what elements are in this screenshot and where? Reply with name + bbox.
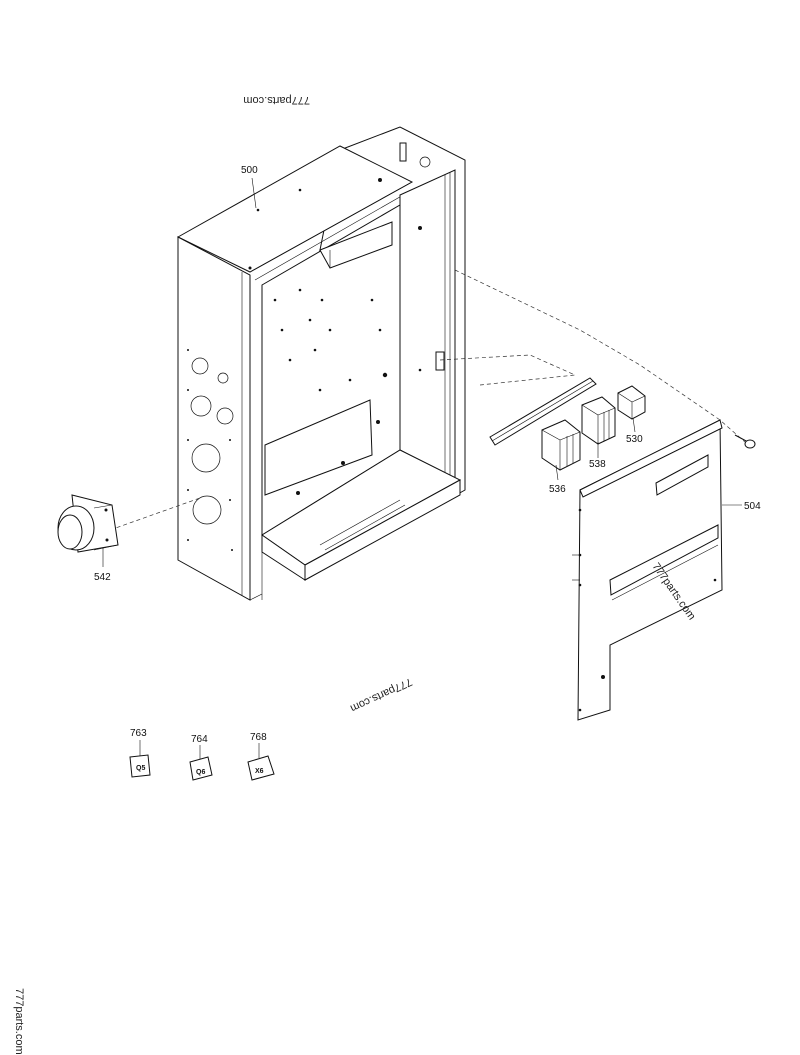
- label-plate-q6-tag: Q6: [196, 769, 205, 776]
- label-plate-q5: Q5: [129, 754, 151, 778]
- switch-538: [581, 396, 616, 445]
- callout-536: 536: [549, 484, 566, 495]
- callout-768: 768: [250, 732, 267, 743]
- housing-500: [176, 126, 466, 601]
- watermark-side: 777parts.com: [13, 988, 25, 1055]
- callout-500: 500: [241, 165, 258, 176]
- switch-530: [617, 385, 646, 420]
- watermark-top: 777parts.com: [243, 94, 310, 106]
- callout-542: 542: [94, 572, 111, 583]
- din-rail: [489, 377, 597, 446]
- socket-542: [57, 494, 119, 553]
- label-plate-q6: Q6: [189, 756, 213, 781]
- watermark-middle: 777parts.com: [348, 675, 413, 714]
- label-plate-x6-tag: X6: [255, 768, 264, 775]
- callout-538: 538: [589, 459, 606, 470]
- switch-536: [541, 419, 581, 471]
- callout-504: 504: [744, 501, 761, 512]
- label-plate-q5-tag: Q5: [136, 765, 145, 772]
- label-plate-x6: X6: [247, 755, 275, 781]
- panel-504: [572, 419, 723, 721]
- callout-763: 763: [130, 728, 147, 739]
- callout-530: 530: [626, 434, 643, 445]
- callout-764: 764: [191, 734, 208, 745]
- screw: [734, 434, 756, 449]
